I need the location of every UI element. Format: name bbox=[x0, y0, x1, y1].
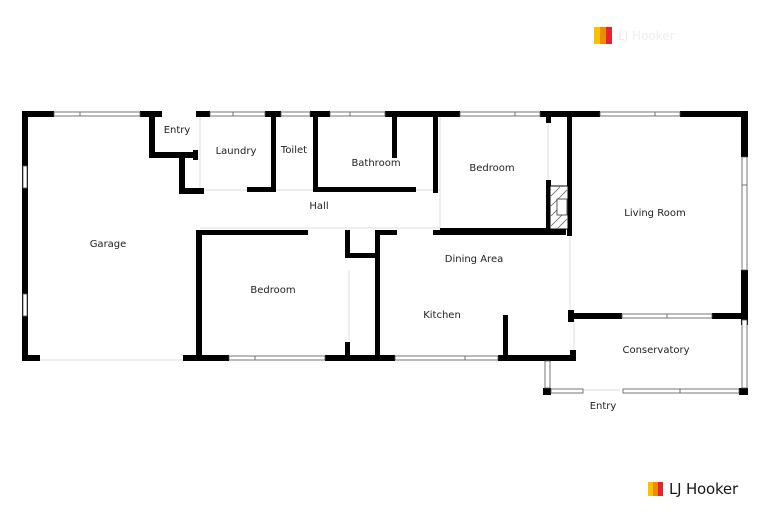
room-label-hall: Hall bbox=[309, 201, 328, 212]
room-label-bedroom-top: Bedroom bbox=[469, 163, 514, 174]
logo-bar-red bbox=[606, 27, 612, 44]
room-label-toilet: Toilet bbox=[280, 145, 307, 156]
brand-logo: LJ Hooker bbox=[648, 480, 738, 498]
room-label-living-room: Living Room bbox=[624, 208, 685, 219]
room-label-dining-area: Dining Area bbox=[445, 254, 503, 265]
watermark-text: LJ Hooker bbox=[618, 28, 675, 43]
room-label-conservatory: Conservatory bbox=[622, 345, 689, 356]
walls bbox=[22, 111, 748, 395]
logo-bar-yellow bbox=[594, 27, 600, 44]
logo-bar-orange bbox=[600, 27, 606, 44]
brand-name: LJ Hooker bbox=[669, 480, 738, 498]
room-label-entry-top: Entry bbox=[164, 125, 191, 136]
brand-logo-icon bbox=[648, 482, 663, 496]
room-label-laundry: Laundry bbox=[216, 146, 257, 157]
room-label-bathroom: Bathroom bbox=[351, 158, 400, 169]
room-label-kitchen: Kitchen bbox=[423, 310, 461, 321]
windows bbox=[22, 111, 748, 394]
openings bbox=[40, 115, 620, 391]
room-label-entry-bottom: Entry bbox=[590, 401, 617, 412]
watermark-logo: LJ Hooker bbox=[594, 27, 675, 44]
room-label-garage: Garage bbox=[90, 239, 127, 250]
room-label-bedroom-bottom: Bedroom bbox=[250, 285, 295, 296]
